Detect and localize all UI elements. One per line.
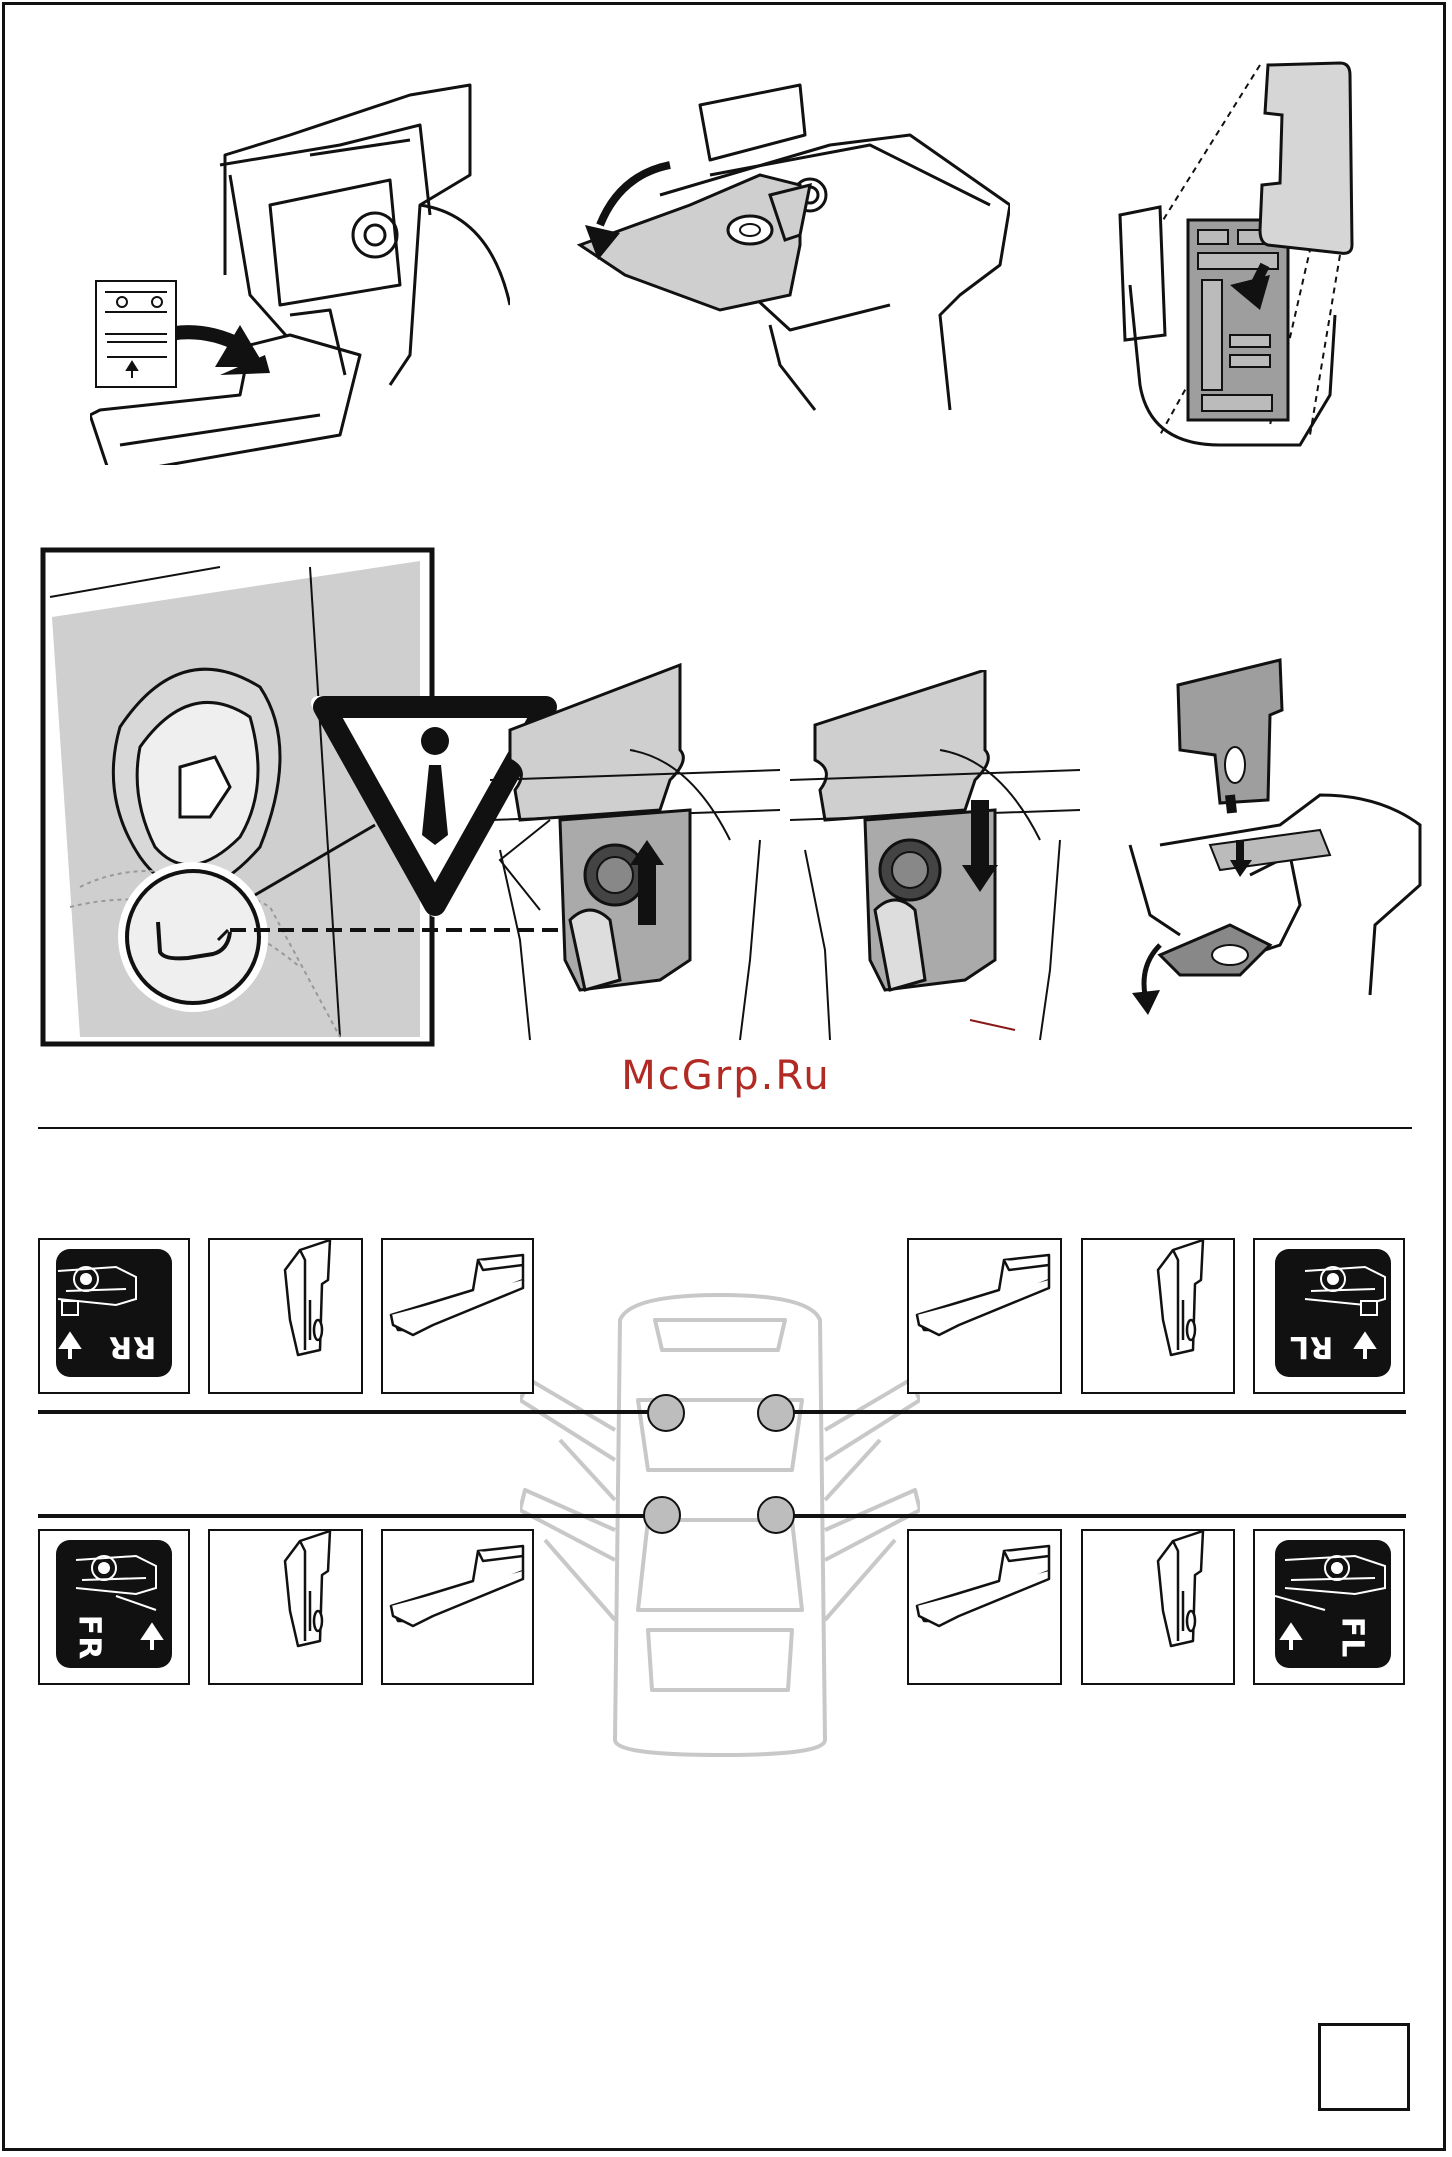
front-row-rule bbox=[38, 1514, 666, 1518]
front-row-rule-right bbox=[778, 1514, 1406, 1518]
rear-row-rule-right bbox=[778, 1410, 1406, 1414]
part-box-cover-front-right bbox=[381, 1529, 534, 1685]
label-text-fl: FL bbox=[1334, 1617, 1369, 1659]
watermark: McGrp.Ru bbox=[0, 1053, 1452, 1099]
label-box-front-right: FR bbox=[38, 1529, 190, 1685]
position-marker-rear-left bbox=[756, 1393, 796, 1433]
label-box-rear-right: RR bbox=[38, 1238, 190, 1394]
part-box-lever-rear-right bbox=[208, 1238, 363, 1394]
rear-row-rule bbox=[38, 1410, 666, 1414]
label-box-front-left: FL bbox=[1253, 1529, 1405, 1685]
step-close-cover-illustration bbox=[1120, 655, 1430, 1025]
label-text-rl: RL bbox=[1289, 1329, 1333, 1364]
label-tile: FL bbox=[1275, 1540, 1391, 1668]
label-tile: FR bbox=[56, 1540, 172, 1668]
step-place-cover-illustration bbox=[1110, 55, 1370, 465]
step-lift-lever-illustration bbox=[570, 65, 1010, 420]
label-tile: RL bbox=[1275, 1249, 1391, 1377]
part-box-lever-front-left bbox=[1081, 1529, 1235, 1685]
step-remove-cover-illustration bbox=[90, 55, 510, 465]
label-box-rear-left: RL bbox=[1253, 1238, 1405, 1394]
part-box-cover-front-left bbox=[907, 1529, 1062, 1685]
position-marker-front-right bbox=[642, 1495, 682, 1535]
car-top-view-outline bbox=[520, 1290, 920, 1760]
part-box-cover-rear-right bbox=[381, 1238, 534, 1394]
section-divider bbox=[38, 1127, 1412, 1129]
part-box-lever-rear-left bbox=[1081, 1238, 1235, 1394]
label-thumbnail bbox=[95, 280, 177, 388]
magnified-clip-circle bbox=[118, 862, 268, 1012]
label-text-fr: FR bbox=[71, 1615, 106, 1661]
part-box-lever-front-right bbox=[208, 1529, 363, 1685]
step-push-down-illustration bbox=[790, 670, 1080, 1045]
part-box-cover-rear-left bbox=[907, 1238, 1062, 1394]
step-push-up-illustration bbox=[490, 660, 780, 1045]
page-number-box bbox=[1318, 2023, 1410, 2111]
position-marker-rear-right bbox=[646, 1393, 686, 1433]
label-tile: RR bbox=[56, 1249, 172, 1377]
label-text-rr: RR bbox=[108, 1329, 156, 1364]
position-marker-front-left bbox=[756, 1495, 796, 1535]
